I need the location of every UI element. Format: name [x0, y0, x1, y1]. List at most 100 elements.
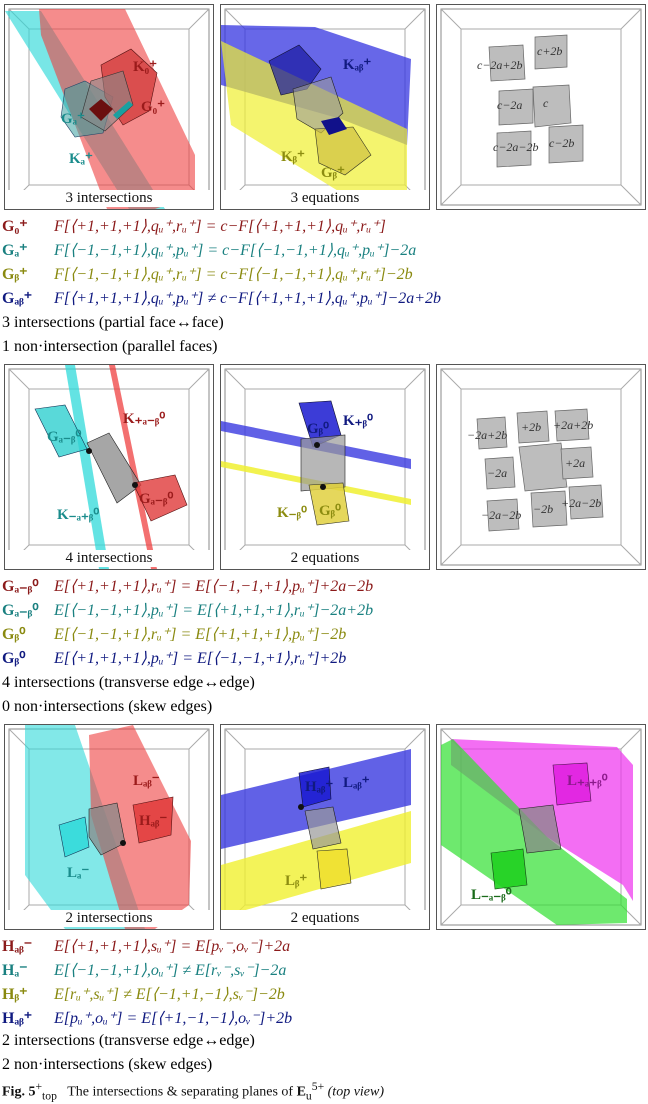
figure-symbol-sub: u: [305, 1089, 312, 1103]
panel-row1-equations-drawing: Kₐᵦ⁺ Kᵦ⁺ Gᵦ⁺: [221, 8, 426, 206]
octahedron-blue: [298, 766, 332, 808]
octahedron-gray: [304, 806, 342, 850]
panel-row2-offsets-drawing: −2a+2b +2b +2a+2b −2a +2a +2a−2b −2a−2b …: [440, 368, 642, 566]
summary-note: 0 non·intersections (skew edges): [2, 698, 213, 715]
equation-text: F[⟨+1,+1,+1⟩,qᵤ⁺,rᵤ⁺] = c−F[⟨+1,+1,+1⟩,q…: [54, 218, 386, 235]
offset-label: −2b: [533, 502, 553, 516]
octahedron-tile: [476, 416, 508, 450]
figure-symbol: E: [296, 1084, 306, 1100]
octahedron-tile: [498, 88, 534, 126]
equation-label: Gₐᵦ⁺: [2, 290, 33, 307]
figure-number-sup: +: [35, 1080, 43, 1093]
octahedron-tile: [486, 498, 520, 532]
offset-label: +2a+2b: [553, 418, 593, 432]
figure-caption-text: The intersections & separating planes of: [67, 1084, 297, 1100]
offset-label: c−2a+2b: [477, 58, 523, 72]
equation-text: E[⟨−1,−1,+1⟩,oᵤ⁺] ≠ E[rᵥ⁻,sᵥ⁻]−2a: [54, 962, 287, 979]
label-k0-plus: K₀⁺: [133, 59, 157, 75]
box-edges: [440, 368, 642, 566]
panel-row3-equations: Hₐᵦ⁺ Lₐᵦ⁺ Lᵦ⁺ 2 equations: [220, 724, 430, 930]
box-inner: [28, 388, 190, 546]
box-inner: [460, 28, 622, 186]
octahedron-tile: [568, 484, 604, 520]
equation-label: Gᵦ⁺: [2, 266, 28, 283]
panel-row1-intersections-drawing: K₀⁺ G₀⁺ Gₐ⁺ Kₐ⁺: [5, 8, 210, 209]
panel-caption: 3 equations: [221, 190, 429, 207]
offset-label: −2a−2b: [481, 508, 521, 522]
dark-blue-diamond: [321, 117, 347, 135]
label-lab-minus: Lₐᵦ⁻: [133, 773, 160, 789]
summary-note: 3 intersections (partial face↔face): [2, 314, 224, 331]
octahedron-tile: [484, 456, 516, 490]
offset-label: +2a−2b: [561, 496, 601, 510]
panel-row2-equations-drawing: Gᵦ⁰ K₊ᵦ⁰ K₋ᵦ⁰ Gᵦ⁰: [221, 368, 426, 566]
octahedron-tile: [554, 408, 590, 442]
octahedron-tile: [516, 410, 550, 444]
plane-red-thin: [109, 365, 157, 569]
offset-label: c−2a: [497, 98, 522, 112]
equation-label: Gₐ⁺: [2, 242, 28, 259]
summary-note: 2 intersections (transverse edge↔edge): [2, 1032, 255, 1049]
panel-caption: 3 intersections: [5, 190, 213, 207]
panel-caption: 4 intersections: [5, 550, 213, 567]
label-lab-plus: Lₐᵦ⁺: [343, 775, 370, 791]
label-g-ab-0-cyan: Gₐ₋ᵦ⁰: [47, 429, 81, 445]
box-outer: [440, 368, 642, 566]
teal-strip: [113, 101, 133, 119]
octahedron-tile: [518, 442, 568, 492]
intersection-point: [298, 804, 304, 810]
intersection-point: [320, 484, 326, 490]
equation-text: E[⟨+1,+1,+1⟩,rᵤ⁺] = E[⟨−1,−1,+1⟩,pᵤ⁺]+2a…: [54, 578, 374, 595]
panel-row2-offsets: −2a+2b +2b +2a+2b −2a +2a +2a−2b −2a−2b …: [436, 364, 646, 570]
panel-row1-offsets: c−2a+2b c+2b c−2a c c−2a−2b c−2b: [436, 4, 646, 210]
panel-row2-equations: Gᵦ⁰ K₊ᵦ⁰ K₋ᵦ⁰ Gᵦ⁰ 2 equations: [220, 364, 430, 570]
equation-text: E[⟨+1,+1,+1⟩,sᵤ⁺] = E[pᵥ⁻,oᵥ⁻]+2a: [54, 938, 291, 955]
octahedron-green: [490, 848, 528, 890]
label-gb-0-blue: Gᵦ⁰: [307, 421, 329, 437]
panel-row1-equations: Kₐᵦ⁺ Kᵦ⁺ Gᵦ⁺ 3 equations: [220, 4, 430, 210]
label-g-ab-0-red: Gₐ₋ᵦ⁰: [139, 491, 173, 507]
label-gb-0-yellow: Gᵦ⁰: [319, 503, 341, 519]
panel-row3-intersections-drawing: Lₐᵦ⁻ Hₐᵦ⁻ Lₐ⁻: [8, 725, 210, 929]
equation-text: F[⟨−1,−1,+1⟩,qᵤ⁺,pᵤ⁺] = c−F[⟨−1,−1,+1⟩,q…: [54, 242, 417, 259]
intersection-point: [86, 448, 92, 454]
octahedron-red: [132, 796, 174, 844]
octahedron-red: [132, 474, 188, 522]
label-ga-plus: Gₐ⁺: [61, 111, 85, 127]
equation-label: Hₐᵦ⁻: [2, 938, 33, 955]
offset-label: c−2a−2b: [493, 140, 539, 154]
octahedron-top: [268, 44, 322, 96]
equation-text: E[⟨+1,+1,+1⟩,pᵤ⁺] = E[⟨−1,−1,+1⟩,rᵤ⁺]+2b: [54, 650, 347, 667]
equation-text: E[pᵤ⁺,oᵤ⁺] = E[⟨+1,−1,−1⟩,oᵥ⁻]+2b: [54, 1010, 293, 1027]
label-kab-plus: Kₐᵦ⁺: [343, 57, 371, 73]
box-edges: [440, 8, 642, 206]
summary-note: 2 non·intersections (skew edges): [2, 1056, 213, 1073]
label-kb-plus: Kᵦ⁺: [281, 149, 305, 165]
intersection-point: [132, 482, 138, 488]
panel-row3-intersections: Lₐᵦ⁻ Hₐᵦ⁻ Lₐ⁻ 2 intersections: [4, 724, 214, 930]
label-lb-plus: Lᵦ⁺: [285, 873, 307, 889]
box-inner: [460, 388, 622, 546]
panel-row1-intersections: K₀⁺ G₀⁺ Gₐ⁺ Kₐ⁺ 3 intersections: [4, 4, 214, 210]
label-ka-plus: Kₐ⁺: [69, 151, 93, 167]
plane-cyan-thin: [65, 365, 109, 569]
equation-label: G₀⁺: [2, 218, 28, 235]
octahedron-gray: [300, 434, 346, 492]
octahedron-gray: [88, 802, 126, 856]
octahedron-tile: [560, 446, 594, 480]
label-l-plus-a-plus-b: L₊ₐ₊ᵦ⁰: [567, 773, 608, 789]
equation-label: Gₐ₋ᵦ⁰: [2, 578, 39, 595]
dark-red-diamond: [89, 99, 113, 121]
label-k-minus-b: K₋ᵦ⁰: [277, 505, 307, 521]
offset-label: c+2b: [537, 44, 562, 58]
octahedron-gray: [518, 804, 562, 854]
panel-row3-offsets-drawing: L₊ₐ₊ᵦ⁰ L₋ₐ₋ᵦ⁰: [440, 728, 642, 926]
offset-label: −2a+2b: [467, 428, 507, 442]
figure-symbol-sup: 5+: [311, 1080, 325, 1093]
octahedron-tile: [532, 84, 572, 128]
figure-caption: Fig. 5+top The intersections & separatin…: [2, 1080, 384, 1102]
figure-number: Fig. 5: [2, 1084, 36, 1100]
label-gb-plus: Gᵦ⁺: [321, 165, 345, 181]
label-la-minus: Lₐ⁻: [67, 865, 89, 881]
summary-note: 4 intersections (transverse edge↔edge): [2, 674, 255, 691]
